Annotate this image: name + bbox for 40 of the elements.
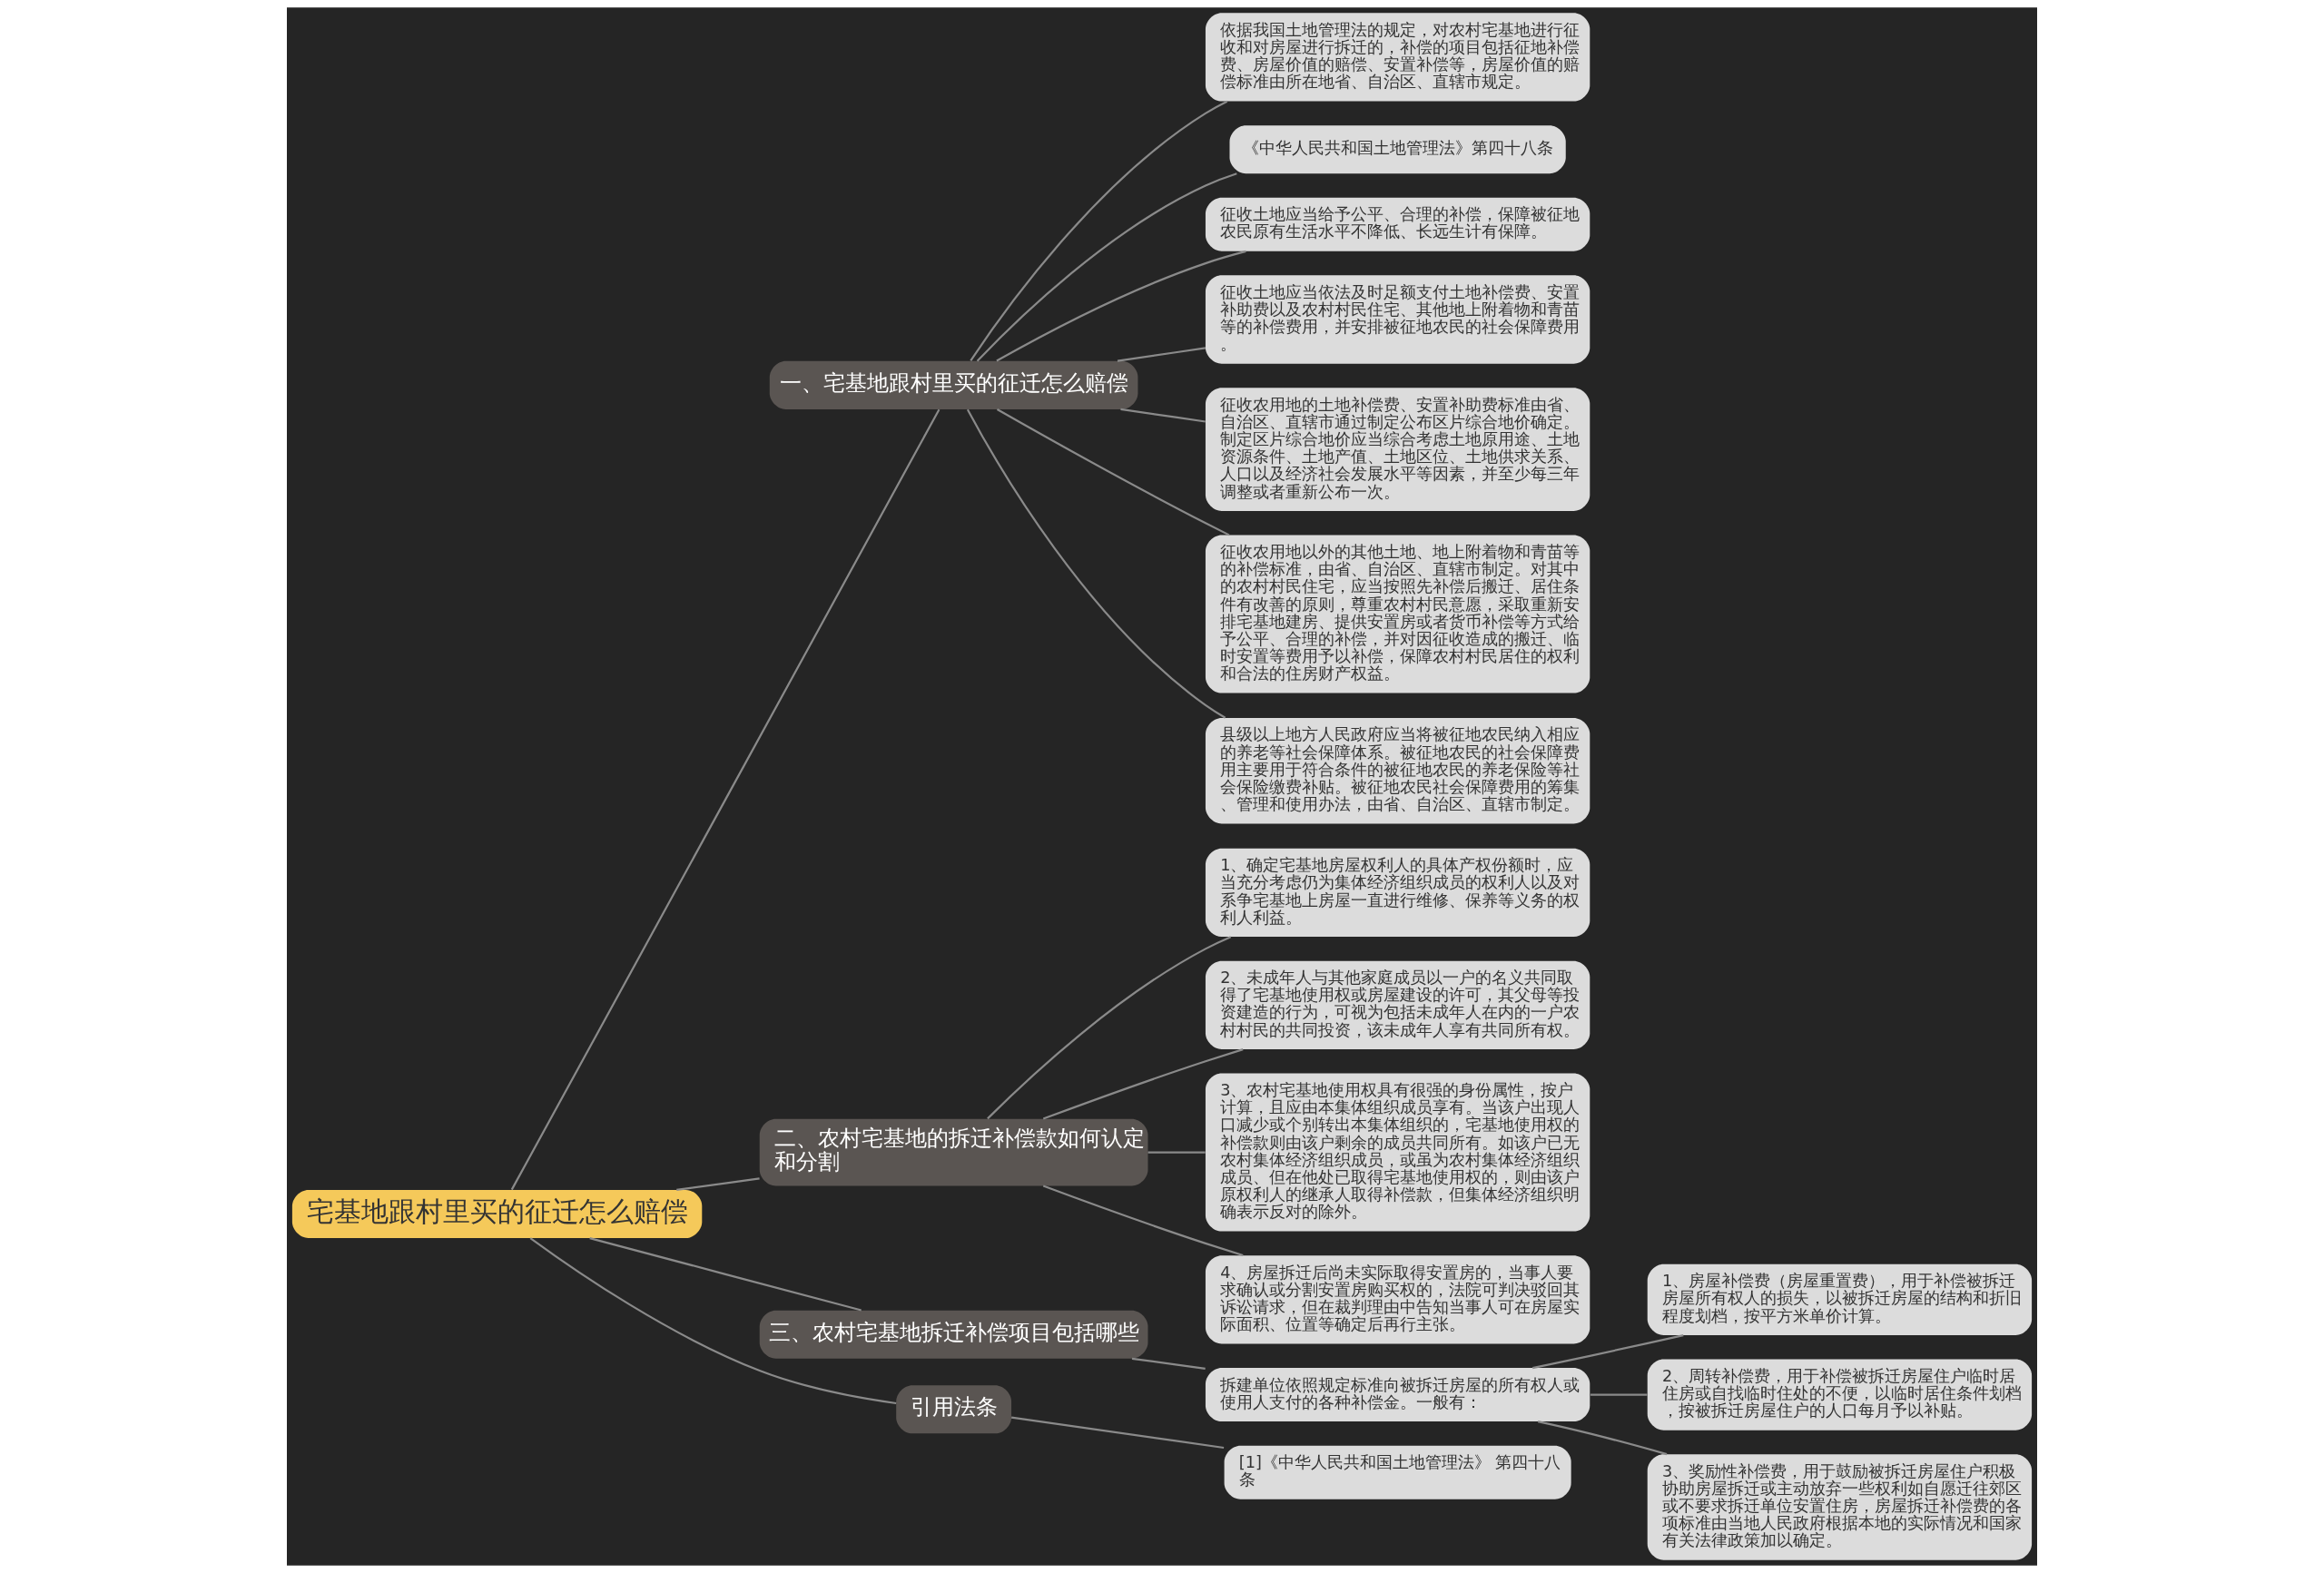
connector xyxy=(970,100,1228,362)
connector xyxy=(676,1177,760,1191)
node-box: 二、农村宅基地的拆迁补偿款如何认定和分割 xyxy=(759,1118,1148,1186)
node-box: 2、未成年人与其他家庭成员以一户的名义共同取得了宅基地使用权或房屋建设的许可，其父母等投资建造的行为，可视为包括未成年人在内的一户农村村民的共同投资，该未成年人享有共同所有权。 xyxy=(1205,960,1590,1049)
node-box: 2、周转补偿费，用于补偿被拆迁房屋住户临时居住房或自找临时住处的不便，以临时居住条件划档，按被拆迁房屋住户的人口每月予以补贴。 xyxy=(1647,1359,2033,1430)
node-box: 征收农用地的土地补偿费、安置补助费标准由省、自治区、直辖市通过制定公布区片综合地价确定。制定区片综合地价应当综合考虑土地原用途、土地资源条件、土地产值、土地区位、土地供求关系、人口以及经济社会发展水平等因素，并至少每三年调整或者重新公布一次。 xyxy=(1205,388,1590,511)
node-box: 1、房屋补偿费（房屋重置费），用于补偿被拆迁房屋所有权人的损失，以被拆迁房屋的结构和折旧程度划档，按平方米单价计算。 xyxy=(1647,1263,2033,1335)
node-box: 征收土地应当给予公平、合理的补偿，保障被征地农民原有生活水平不降低、长远生计有保障。 xyxy=(1205,197,1590,251)
node-box: 1、确定宅基地房屋权利人的具体产权份额时，应当充分考虑仍为集体经济组织成员的权利人以及对系争宅基地上房屋一直进行维修、保养等义务的权利人利益。 xyxy=(1205,848,1590,938)
node-box: 依据我国土地管理法的规定，对农村宅基地进行征收和对房屋进行拆迁的，补偿的项目包括征地补偿费、房屋价值的赔偿、安置补偿等，房屋价值的赔偿标准由所在地省、自治区、直辖市规定。 xyxy=(1205,13,1590,102)
node-box: 征收农用地以外的其他土地、地上附着物和青苗等的补偿标准，由省、自治区、直辖市制定。对其中的农村村民住宅，应当按照先补偿后搬迁、居住条件有改善的原则，尊重农村村民意愿，采取重新安排宅基地建房、提供安置房或者货币补偿等方式给予公平、合理的补偿，并对因征收造成的搬迁、临时安置等费用予以补偿，保障农村村民居住的权利和合法的住房财产权益。 xyxy=(1205,535,1590,693)
connector xyxy=(1537,1421,1668,1456)
connector xyxy=(1042,1048,1244,1120)
node-box: 征收土地应当依法及时足额支付土地补偿费、安置补助费以及农村村民住宅、其他地上附着物和青苗等的补偿费用，并安排被征地农民的社会保障费用。 xyxy=(1205,275,1590,364)
connector xyxy=(529,1237,897,1405)
node-box: 引用法条 xyxy=(896,1385,1012,1434)
connector xyxy=(1131,1357,1206,1370)
connector xyxy=(996,408,1230,536)
connector xyxy=(1590,1393,1648,1396)
node-box: 4、房屋拆迁后尚未实际取得安置房的，当事人要求确认或分割安置房购买权的，法院可判决驳回其诉讼请求，但在裁判理由中告知当事人可在房屋实际面积、位置等确定后再行主张。 xyxy=(1205,1255,1590,1344)
node-box: 3、奖励性补偿费，用于鼓励被拆迁房屋住户积极协助房屋拆迁或主动放弃一些权利如自愿迁往郊区或不要求拆迁单位安置住房，房屋拆迁补偿费的各项标准由当地人民政府根据本地的实际情况和国家有关法律政策加以确定。 xyxy=(1647,1454,2033,1560)
node-box: [1]《中华人民共和国土地管理法》 第四十八条 xyxy=(1224,1445,1571,1499)
node-box: 三、农村宅基地拆迁补偿项目包括哪些 xyxy=(759,1310,1148,1359)
connector xyxy=(987,936,1232,1120)
connector xyxy=(589,1237,862,1312)
node-box: 宅基地跟村里买的征迁怎么赔偿 xyxy=(291,1189,703,1238)
connector xyxy=(1120,408,1206,423)
node-box: 《中华人民共和国土地管理法》第四十八条 xyxy=(1229,125,1566,174)
node-box: 一、宅基地跟村里买的征迁怎么赔偿 xyxy=(769,360,1138,409)
node-box: 3、农村宅基地使用权具有很强的身份属性，按户计算，且应由本集体组织成员享有。当该户出现人口减少或个别转出本集体组织的，宅基地使用权的补偿款则由该户剩余的成员共同所有。如该户已无农村集体经济组织成员，或虽为农村集体经济组织成员、但在他处已取得宅基地使用权的，则由该户原权利人的继承人取得补偿款，但集体经济组织明确表示反对的除外。 xyxy=(1205,1073,1590,1232)
connector xyxy=(1147,1151,1206,1154)
connector xyxy=(976,172,1237,362)
node-box: 县级以上地方人民政府应当将被征地农民纳入相应的养老等社会保障体系。被征地农民的社会保障费用主要用于符合条件的被征地农民的养老保险等社会保险缴费补贴。被征地农民社会保障费用的筹集、管理和使用办法，由省、自治区、直辖市制定。 xyxy=(1205,717,1590,824)
connector xyxy=(1117,347,1206,362)
connector xyxy=(510,408,940,1191)
node-box: 拆建单位依照规定标准向被拆迁房屋的所有权人或使用人支付的各种补偿金。一般有： xyxy=(1205,1368,1590,1422)
connector xyxy=(1011,1416,1225,1450)
connector xyxy=(1042,1185,1244,1257)
connector xyxy=(996,250,1246,362)
connector xyxy=(966,408,1226,719)
